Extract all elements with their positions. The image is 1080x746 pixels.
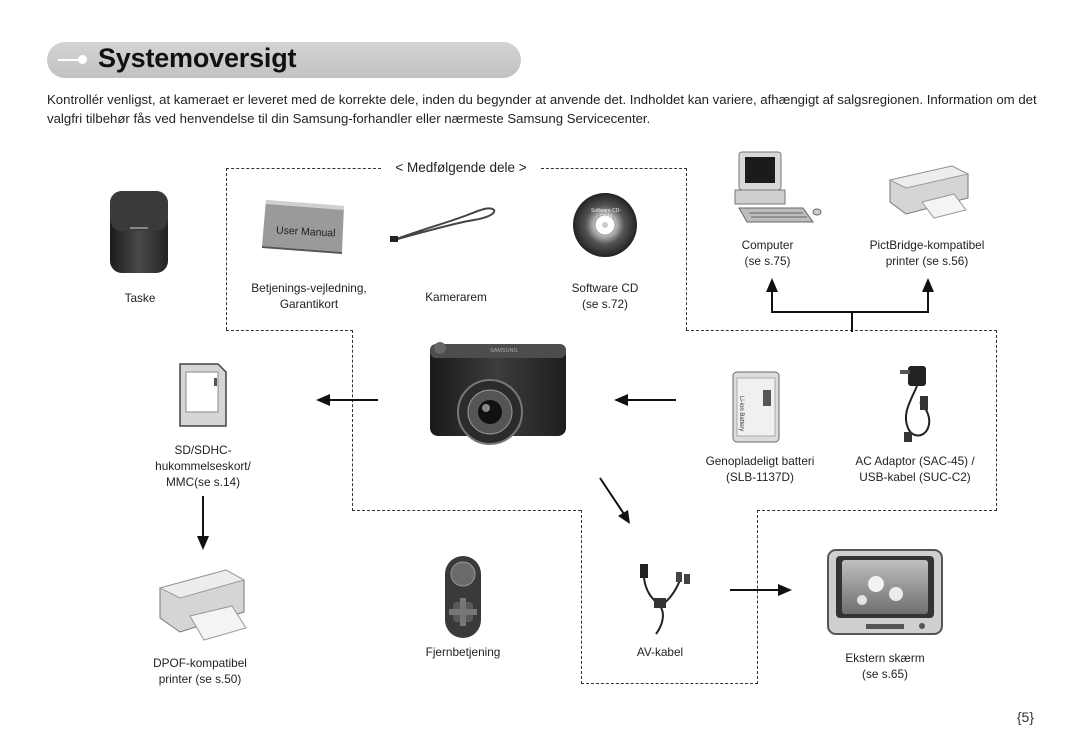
cd-label: Software CD(se s.72) — [571, 281, 639, 311]
dashed-border-av-bottom — [581, 683, 758, 684]
monitor-label: Ekstern skærm(se s.65) — [845, 651, 925, 681]
dashed-border-left-step — [226, 330, 353, 331]
arrow-from-battery — [614, 394, 676, 406]
cd-label-text: Software CD-ROM — [590, 208, 621, 220]
remote-label: Fjernbetjening — [425, 645, 501, 659]
computer-printer-connector-arrows — [766, 278, 934, 332]
pictbridge-printer-image — [888, 165, 970, 219]
ac-adaptor-usb-cable-image — [900, 366, 931, 442]
battery-cell-text: Li-ion Battery — [738, 396, 744, 432]
battery-image — [732, 371, 780, 443]
dashed-border-bottom-left — [352, 510, 581, 511]
page-title: Systemoversigt — [98, 43, 297, 73]
sd-card-label: SD/SDHC-hukommelseskort/MMC(se s.14) — [155, 443, 251, 489]
camera-brand-text: SAMSUNG — [490, 348, 518, 354]
adaptor-label: AC Adaptor (SAC-45) /USB-kabel (SUC-C2) — [855, 454, 975, 484]
computer-image — [734, 151, 822, 223]
intro-paragraph: Kontrollér venligst, at kameraet er leve… — [47, 92, 1037, 126]
dashed-border-top-left — [226, 168, 381, 169]
title-decoration-line — [58, 59, 84, 61]
title-decoration-dot — [78, 55, 87, 64]
included-parts-header: < Medfølgende dele > — [395, 160, 527, 175]
computer-label: Computer(se s.75) — [741, 238, 794, 268]
dashed-border-left-upper — [226, 168, 227, 330]
arrow-to-dpof-printer — [197, 496, 209, 550]
arrow-to-external-monitor — [730, 584, 792, 596]
user-manual-image — [262, 200, 344, 254]
camera-case-image — [110, 191, 168, 273]
dashed-border-right-step — [686, 330, 997, 331]
dashed-border-bottom-right — [757, 510, 997, 511]
camera-strap-image — [390, 207, 496, 242]
sd-card-image — [179, 363, 227, 427]
strap-label: Kamerarem — [425, 290, 487, 304]
arrow-to-av-cable — [599, 477, 630, 524]
title-bar — [47, 42, 521, 78]
av-cable-image — [640, 564, 690, 635]
page-number: {5} — [1016, 709, 1034, 725]
external-monitor-image — [827, 549, 943, 635]
dashed-border-top-right — [541, 168, 687, 169]
dashed-border-right-upper — [686, 168, 687, 330]
dashed-border-left-lower — [352, 330, 353, 511]
arrow-to-sd-card — [316, 394, 378, 406]
manual-label: Betjenings-vejledning,Garantikort — [251, 281, 367, 311]
av-cable-label: AV-kabel — [636, 645, 684, 659]
remote-control-image — [445, 556, 481, 638]
camera-image — [430, 342, 566, 445]
dashed-border-far-right — [996, 330, 997, 511]
dashed-border-av-left — [581, 510, 582, 684]
software-cd-image — [573, 193, 637, 257]
case-label: Taske — [124, 291, 156, 305]
battery-label: Genopladeligt batteri(SLB-1137D) — [705, 454, 815, 484]
dashed-border-av-right — [757, 510, 758, 684]
dpof-printer-image — [158, 569, 247, 641]
